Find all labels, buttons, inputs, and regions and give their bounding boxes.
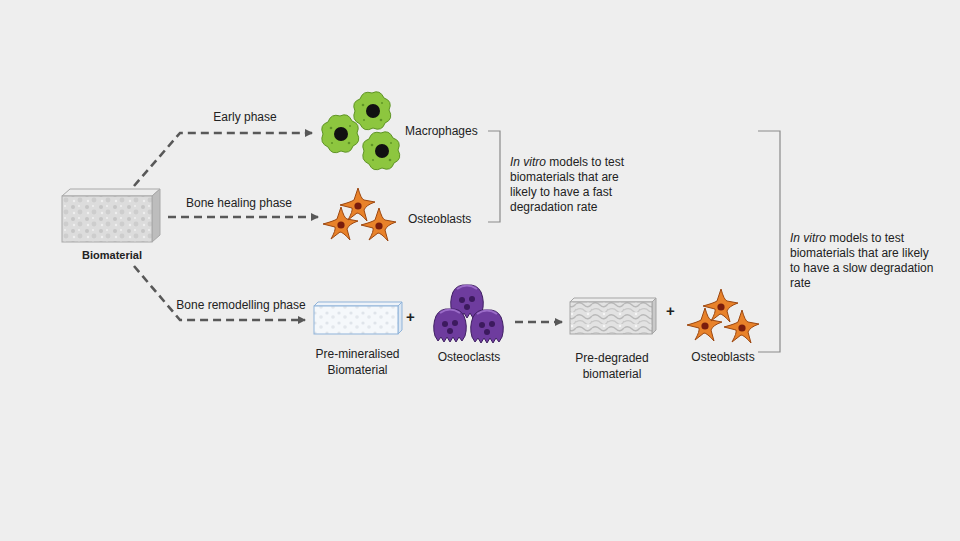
pre-degraded-block [570,298,656,334]
pre-mineralised-block [314,302,402,334]
phase-label: Bone healing phase [184,196,294,210]
bracket [758,131,780,352]
macrophage-cells [322,92,400,170]
cell-figure: Osteoblasts [318,190,482,244]
osteoblast-cells [687,289,759,343]
cell-figure: Osteoblasts [680,290,768,367]
figure-label: Osteoblasts [680,349,766,365]
figure-label: Pre-mineralised Biomaterial [305,346,410,378]
cell-figure: Pre-degraded biomaterial [562,294,664,384]
dashed-arrow [168,216,318,219]
figure-label: Pre-degraded biomaterial [562,350,662,382]
figure-label: Osteoblasts [408,211,480,227]
biomaterial-block [62,189,160,242]
phase-label: Early phase [211,110,278,124]
plus-sign: + [406,309,422,324]
cell-figure: Biomaterial [58,186,168,266]
plus-sign: + [666,303,682,318]
dashed-arrow [134,133,312,186]
bracket-note: In vitro models to test biomaterials tha… [510,155,644,215]
cell-figure: Pre-mineralised Biomaterial [305,298,412,380]
osteoblast-cells [323,188,396,241]
dashed-arrow [515,321,562,324]
phase-label: Bone remodelling phase [174,298,307,312]
bracket-note: In vitro models to test biomaterials tha… [790,231,940,291]
figure-label: Osteoclasts [425,349,513,365]
cell-figure: Osteoclasts [425,283,515,367]
figure-label: Biomaterial [58,247,166,263]
bracket [488,131,500,222]
osteoclast-cells [434,285,504,343]
figure-label: Macrophages [405,123,481,139]
cell-figure: Macrophages [312,94,483,172]
